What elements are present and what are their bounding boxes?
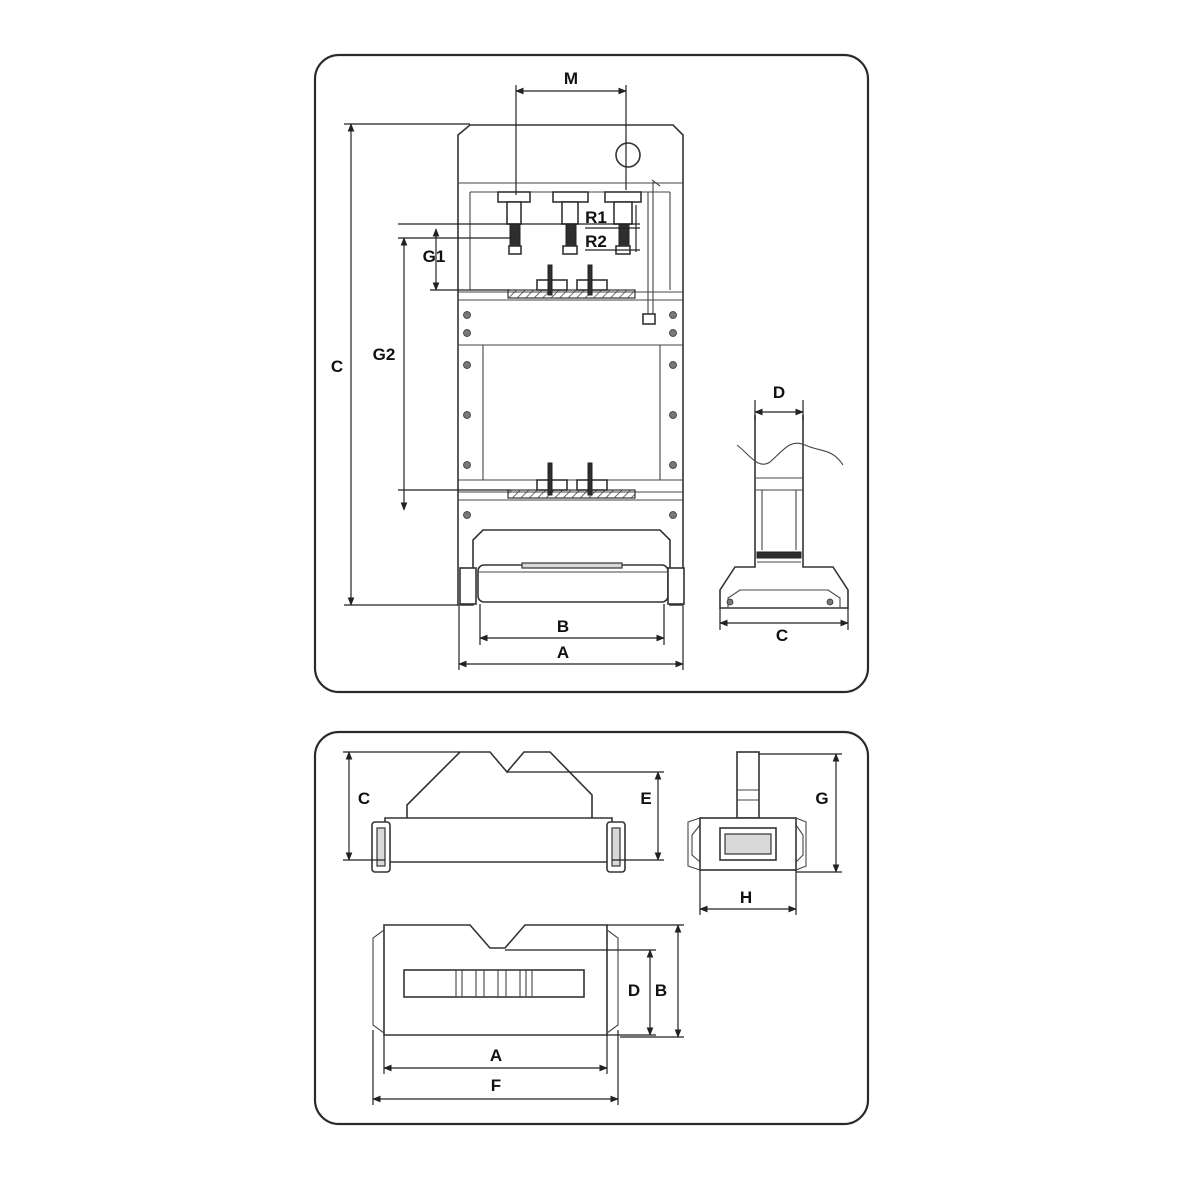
press-side-view: D C [719,383,849,645]
side-dim-label-d: D [773,383,785,402]
die-top-view: D B A F [372,924,684,1105]
lower-bed-plate [507,489,636,499]
die-dim-label-e: E [640,789,651,808]
side-dim-label-c: C [776,626,788,645]
die-top-dim-label-f: F [491,1076,501,1095]
dim-label-r2: R2 [585,232,607,251]
die-end-view: G H [687,751,842,915]
die-top-dim-label-a: A [490,1046,502,1065]
dim-label-r1: R1 [585,208,607,227]
dim-label-m: M [564,69,578,88]
dim-label-a: A [557,643,569,662]
die-dim-label-c: C [358,789,370,808]
die-slot [403,969,585,998]
dim-label-g2: G2 [373,345,396,364]
press-front-view: M R1 R2 G1 G2 C B [331,69,685,670]
upper-bed-plate [507,289,636,299]
die-dim-label-g: G [815,789,828,808]
die-front-view: C E [343,751,664,873]
dim-label-b: B [557,617,569,636]
top-panel: M R1 R2 G1 G2 C B [313,53,870,694]
die-dim-label-h: H [740,888,752,907]
press-cylinder [552,191,589,255]
press-base-table [477,564,669,603]
press-cylinder [497,191,531,255]
pressure-gauge-icon [615,142,641,168]
bottom-panel: C E G H [313,730,870,1126]
press-cylinder [604,191,642,255]
die-top-dim-label-d: D [628,981,640,1000]
dim-label-c: C [331,357,343,376]
top-panel-frame [313,53,870,694]
dim-label-g1: G1 [423,247,446,266]
die-top-dim-label-b: B [655,981,667,1000]
